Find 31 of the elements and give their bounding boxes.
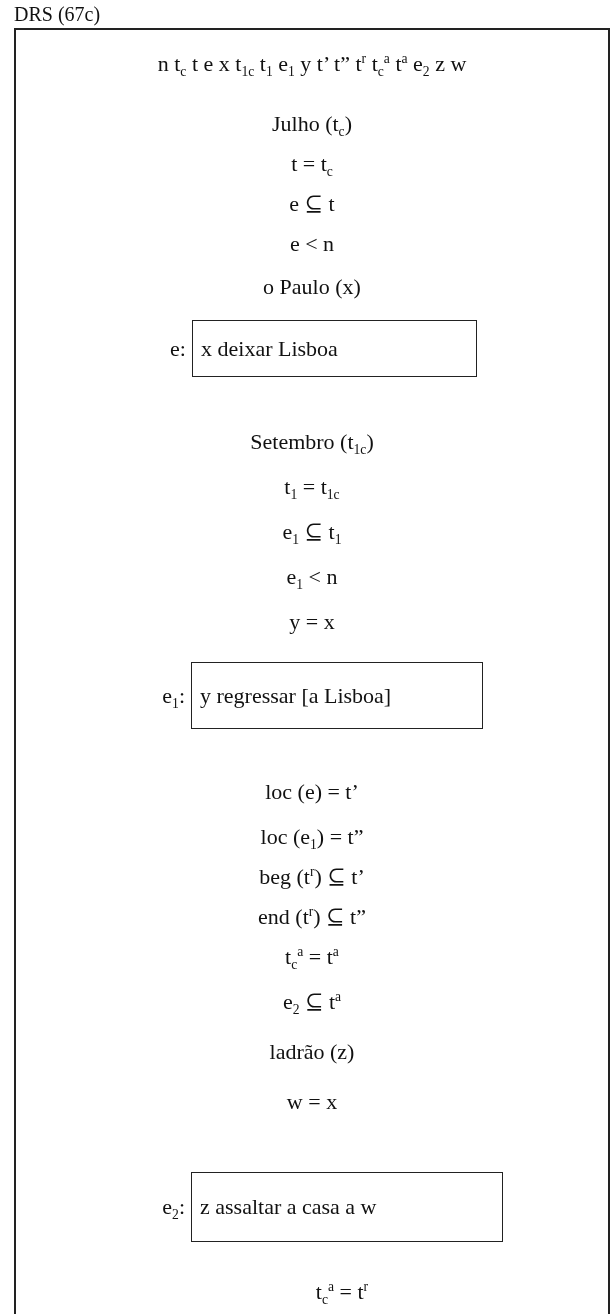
condition-text: y = x bbox=[289, 608, 335, 636]
condition-text: e$_{1}$ < n bbox=[286, 563, 338, 592]
condition-text: e$_{1}$ ⊆ t$_{1}$ bbox=[282, 518, 342, 547]
condition-text: loc (e$_{1}$) = t” bbox=[260, 823, 364, 852]
condition-text: e < n bbox=[289, 230, 335, 258]
drs-box bbox=[14, 28, 610, 1314]
event-label: e: bbox=[170, 335, 186, 361]
discourse-referents: n t$_{c}$ t e x t$_{1c}$ t$_{1}$ e$_{1}$ y t’ t” t$^{r}$ t$_{c}$$^{a}$ t$^{a}$ e$_{2}$ z w bbox=[157, 49, 467, 79]
condition-text: t = t$_{c}$ bbox=[291, 150, 333, 179]
condition-text: w = x bbox=[286, 1088, 338, 1116]
condition-box bbox=[191, 1172, 503, 1242]
condition-box bbox=[192, 320, 477, 377]
event-label: e$_{2}$: bbox=[162, 1194, 185, 1219]
condition-text: Julho (t$_{c}$) bbox=[272, 110, 352, 139]
condition-text: beg (t$^{r}$) ⊆ t’ bbox=[259, 862, 365, 891]
condition-text: ladrão (z) bbox=[269, 1038, 355, 1066]
condition-text: Setembro (t$_{1c}$) bbox=[250, 428, 374, 457]
condition-text: x deixar Lisboa bbox=[201, 335, 338, 362]
condition-text: t$_{1}$ = t$_{1c}$ bbox=[284, 473, 340, 502]
condition-text: e ⊆ t bbox=[289, 190, 335, 218]
condition-text: loc (e) = t’ bbox=[265, 778, 359, 806]
title: DRS (67c) bbox=[14, 2, 101, 26]
condition-text: t$_{c}$$^{a}$ = t$^{r}$ bbox=[315, 1277, 369, 1307]
condition-text: y regressar [a Lisboa] bbox=[200, 682, 392, 709]
condition-text: o Paulo (x) bbox=[263, 273, 361, 301]
event-label: e$_{1}$: bbox=[162, 682, 185, 708]
condition-text: end (t$^{r}$) ⊆ t” bbox=[258, 902, 366, 931]
condition-box bbox=[191, 662, 483, 729]
condition-text: e$_{2}$ ⊆ t$^{a}$ bbox=[282, 987, 342, 1017]
condition-text: t$_{c}$$^{a}$ = t$^{a}$ bbox=[285, 942, 339, 972]
condition-text: z assaltar a casa a w bbox=[200, 1194, 377, 1220]
